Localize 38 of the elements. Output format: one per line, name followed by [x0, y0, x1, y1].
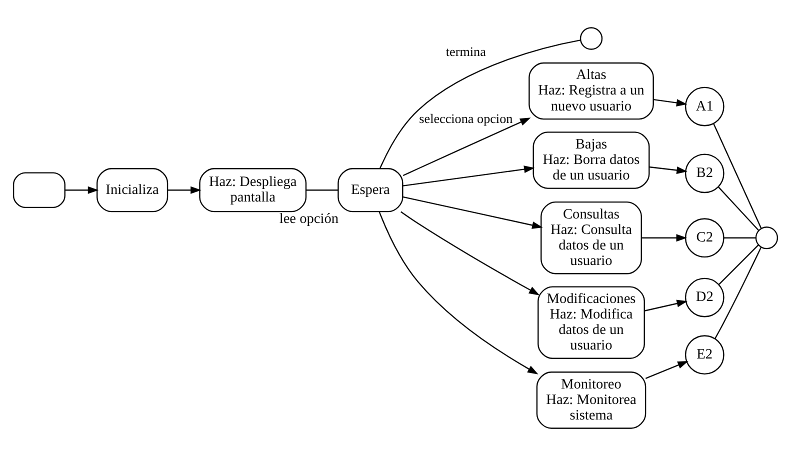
arrow — [402, 196, 543, 228]
node-circle: C2 — [684, 218, 724, 258]
node-circle: A1 — [684, 86, 724, 126]
arrow — [653, 98, 688, 106]
connector — [718, 244, 759, 284]
node-box: Altas Haz: Registra a un nuevo usuario — [528, 62, 654, 120]
edge-label: selecciona opcion — [419, 110, 513, 126]
node-box: Espera — [338, 168, 404, 212]
arrow — [402, 165, 535, 186]
arrow — [645, 360, 688, 378]
arrow — [402, 117, 531, 176]
arrow — [378, 211, 538, 374]
arrow — [65, 186, 99, 194]
connector — [306, 189, 338, 190]
node-circle: E2 — [684, 334, 724, 374]
node-circle — [580, 26, 603, 50]
node-box: Monitoreo Haz: Monitorea sistema — [536, 371, 646, 428]
connector — [724, 236, 756, 238]
connector — [379, 39, 580, 168]
connector — [714, 246, 762, 338]
connector — [713, 122, 762, 228]
node-label: lee opción — [279, 210, 339, 227]
node-box: Haz: Despliega pantalla — [199, 168, 307, 212]
arrow — [168, 186, 202, 194]
node-box: Consultas Haz: Consulta datos de un usuario — [540, 200, 642, 274]
arrow — [649, 166, 688, 174]
connector — [718, 186, 759, 230]
arrow — [400, 210, 540, 295]
node-box: Modificaciones Haz: Modifica datos de un usuario — [538, 286, 645, 358]
arrow — [644, 299, 688, 311]
node-circle: B2 — [684, 153, 724, 193]
node-box: Bajas Haz: Borra datos de un usuario — [532, 131, 650, 188]
arrow — [641, 234, 688, 242]
node-box — [12, 172, 66, 208]
node-circle — [755, 226, 778, 249]
edge-label: termina — [446, 44, 486, 59]
node-circle: D2 — [684, 277, 724, 317]
node-box: Inicializa — [96, 168, 168, 212]
